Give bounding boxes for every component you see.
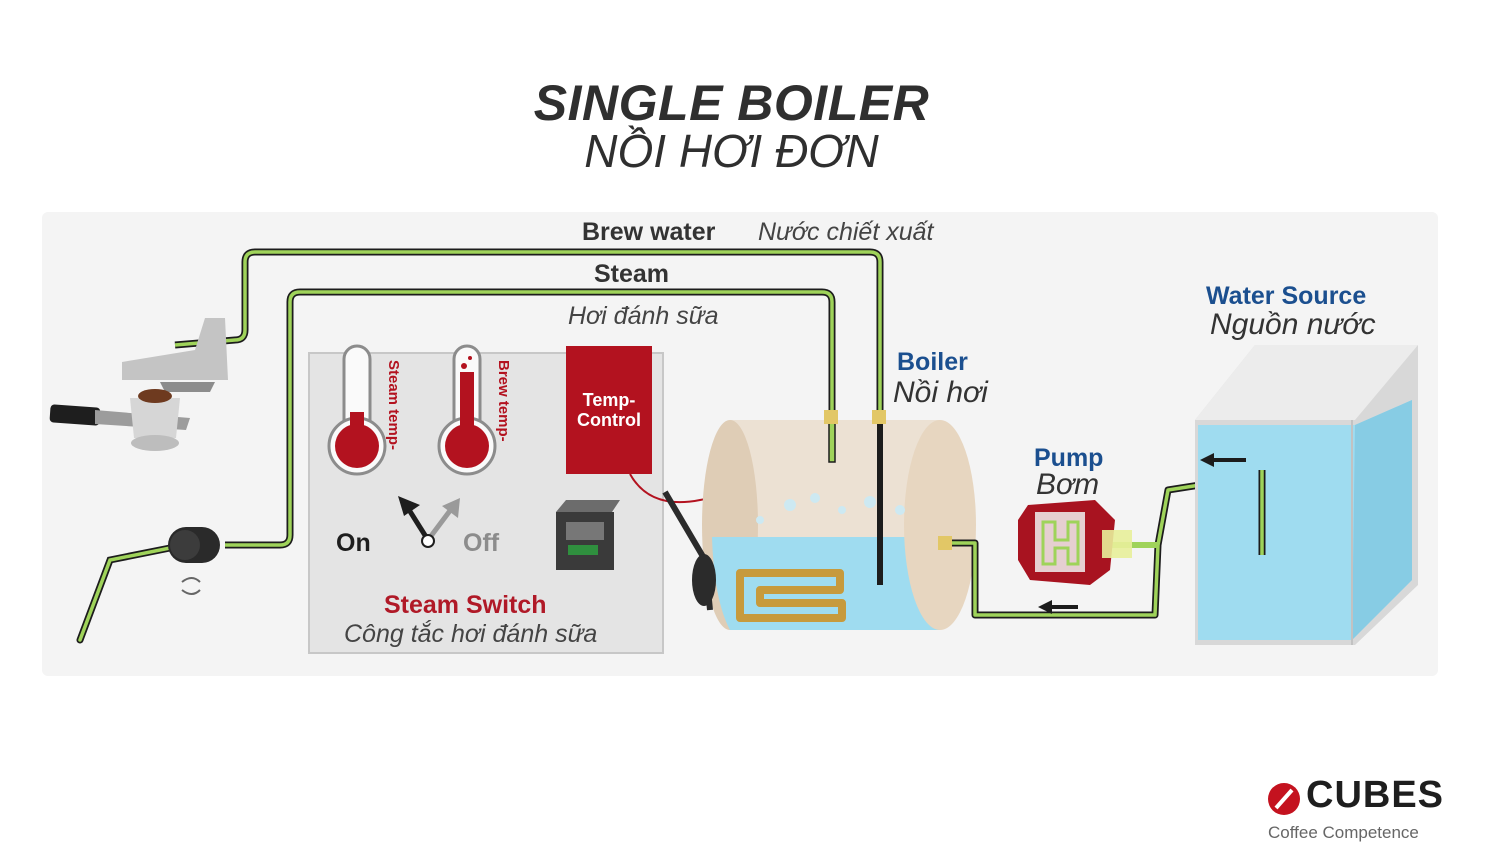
temp-control-box: Temp- Control: [566, 346, 652, 474]
water-source-label: Water Source: [1206, 282, 1367, 310]
water-source-label-vi: Nguồn nước: [1210, 308, 1376, 341]
brew-thermometer: [437, 344, 497, 476]
on-label: On: [336, 529, 371, 557]
diagram-subtitle: NỒI HƠI ĐƠN: [584, 125, 879, 177]
pump-body: [1018, 500, 1132, 585]
brew-water-label: Brew water: [582, 218, 716, 246]
water-source-tank: [1195, 345, 1418, 645]
steam-thermometer: [327, 344, 387, 476]
steam-label-vi: Hơi đánh sữa: [568, 302, 719, 330]
steam-switch-label: Steam Switch: [384, 591, 547, 619]
logo-tagline: Coffee Competence: [1268, 823, 1419, 842]
brew-temp-label: Brew temp-: [495, 360, 512, 442]
steam-wand: [76, 527, 220, 644]
diagram-title: SINGLE BOILER: [533, 75, 930, 131]
cubes-logo-mark: [1268, 783, 1300, 815]
temp-control-label-line1: Temp-: [582, 390, 636, 410]
switch-device: [556, 500, 620, 570]
boiler-label: Boiler: [897, 348, 968, 376]
off-label: Off: [463, 529, 500, 557]
boiler-tank: [702, 410, 976, 630]
steam-switch-label-vi: Công tắc hơi đánh sữa: [344, 620, 598, 648]
pump-label: Pump: [1034, 444, 1104, 472]
steam-label: Steam: [594, 260, 670, 288]
pump-label-vi: Bơm: [1036, 468, 1100, 501]
steam-switch-dial: [398, 496, 460, 548]
logo-wordmark: CUBES: [1306, 774, 1445, 816]
steam-temp-label: Steam temp-: [385, 360, 402, 451]
boiler-label-vi: Nồi hơi: [893, 376, 988, 409]
group-head: [49, 318, 228, 451]
brew-water-label-vi: Nước chiết xuất: [758, 218, 934, 246]
brew-water-pipe: [174, 248, 884, 420]
temp-control-label-line2: Control: [577, 410, 641, 430]
